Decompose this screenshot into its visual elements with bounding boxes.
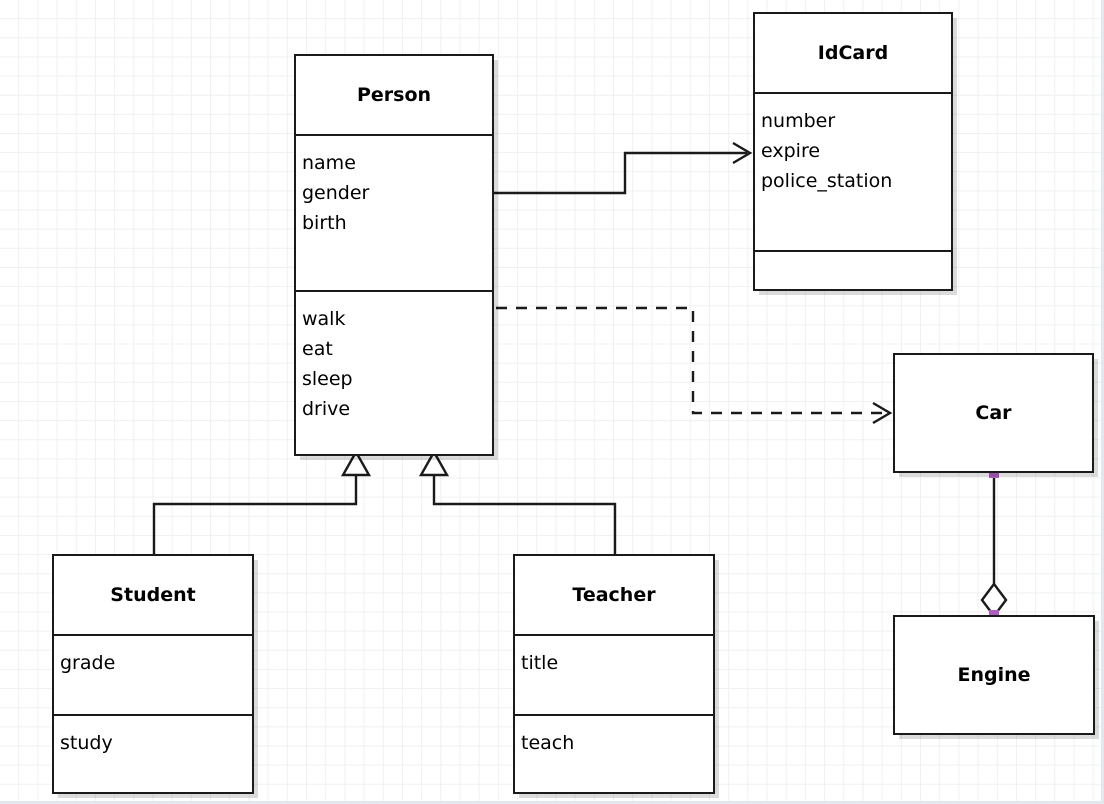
attribute-item: police_station — [761, 170, 893, 192]
class-name-person: Person — [356, 84, 432, 106]
method-item: eat — [302, 338, 333, 360]
class-box-engine[interactable]: Engine — [893, 615, 1095, 735]
method-item: sleep — [302, 368, 353, 390]
dependency-person-car[interactable] — [496, 306, 893, 425]
attributes-compartment-person: name gender birth — [296, 134, 492, 290]
attributes-compartment-student: grade — [54, 634, 252, 714]
open-arrowhead-icon — [732, 141, 753, 165]
method-item: drive — [302, 398, 351, 420]
class-box-idcard[interactable]: IdCard number expire police_station — [753, 12, 953, 291]
class-name-student: Student — [110, 584, 196, 606]
attribute-item: title — [521, 652, 559, 674]
attribute-item: birth — [302, 212, 347, 234]
methods-compartment-student: study — [54, 714, 252, 792]
attribute-item: grade — [60, 652, 116, 674]
attribute-item: expire — [761, 140, 821, 162]
aggregation-car-engine[interactable] — [980, 473, 1008, 618]
connector-handle-source[interactable] — [989, 468, 999, 478]
canvas-right-edge — [1101, 0, 1104, 804]
attribute-item: gender — [302, 182, 370, 204]
methods-compartment-teacher: teach — [515, 714, 713, 792]
attribute-item: name — [302, 152, 356, 174]
attributes-compartment-teacher: title — [515, 634, 713, 714]
generalization-teacher-person[interactable] — [418, 449, 617, 554]
class-name-idcard: IdCard — [817, 42, 889, 64]
methods-compartment-idcard — [755, 250, 951, 289]
attributes-compartment-idcard: number expire police_station — [755, 92, 951, 250]
attribute-item: number — [761, 110, 836, 132]
class-box-car[interactable]: Car — [893, 353, 1094, 473]
class-box-student[interactable]: Student grade study — [52, 554, 254, 794]
class-name-teacher: Teacher — [572, 584, 656, 606]
class-box-teacher[interactable]: Teacher title teach — [513, 554, 715, 794]
method-item: walk — [302, 308, 346, 330]
generalization-student-person[interactable] — [152, 449, 372, 554]
canvas-bottom-edge — [0, 801, 1104, 804]
method-item: teach — [521, 732, 575, 754]
class-name-car: Car — [975, 402, 1012, 424]
association-person-idcard[interactable] — [494, 141, 753, 195]
methods-compartment-person: walk eat sleep drive — [296, 290, 492, 454]
class-box-person[interactable]: Person name gender birth walk eat sleep … — [294, 54, 494, 456]
class-name-engine: Engine — [957, 664, 1031, 686]
method-item: study — [60, 732, 113, 754]
open-arrowhead-icon — [872, 401, 893, 425]
